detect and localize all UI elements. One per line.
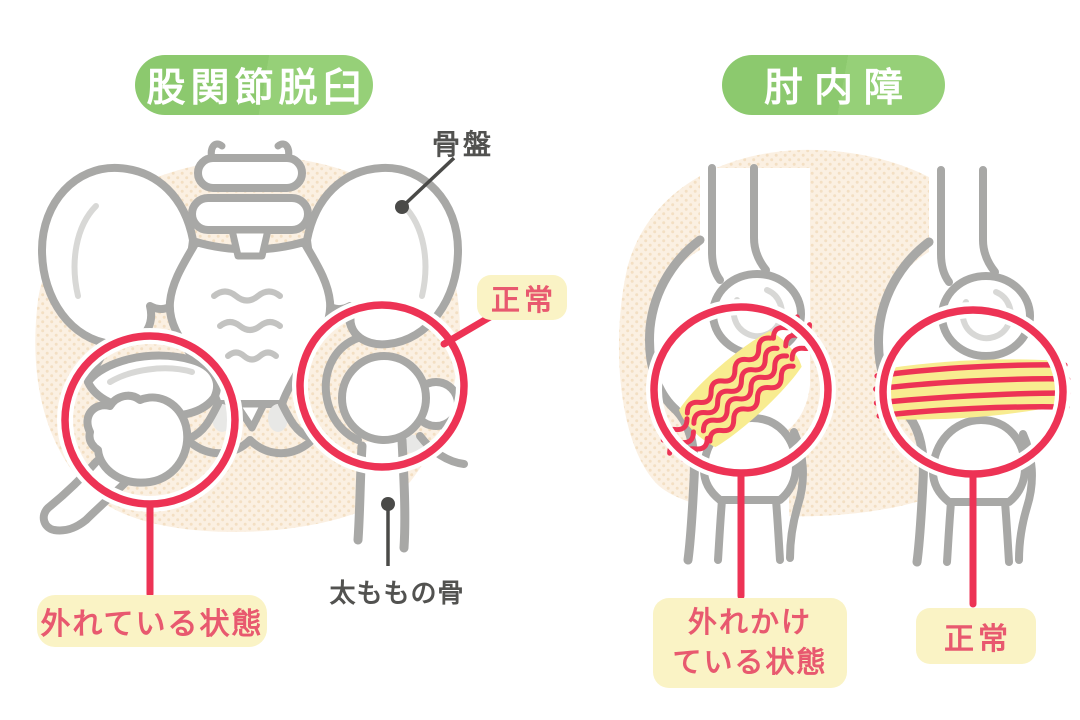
hip-dislocated-label: 外れている状態	[37, 595, 267, 647]
elbow-partial-label-line1: 外れかけ	[687, 607, 812, 639]
femur-annotation: 太ももの骨	[329, 578, 465, 608]
hip-dislocated-drawing	[39, 342, 222, 535]
elbow-normal-label: 正常	[916, 608, 1036, 664]
elbow-section-title: 肘内障	[722, 55, 945, 115]
ligament-normal	[873, 359, 1072, 420]
elbow-partial-label: 外れかけ ている状態	[653, 598, 847, 688]
pelvis-drawing	[38, 140, 462, 458]
hip-section-title: 股関節脱臼	[135, 55, 373, 115]
red-pointer-lines	[146, 313, 977, 608]
pelvis-annotation: 骨盤	[432, 129, 495, 160]
hip-normal-label: 正常	[477, 275, 567, 320]
elbow-partial-label-line2: ている状態	[672, 647, 828, 679]
gray-pointer-lines	[381, 156, 456, 566]
circle-hip-normal	[292, 297, 472, 475]
